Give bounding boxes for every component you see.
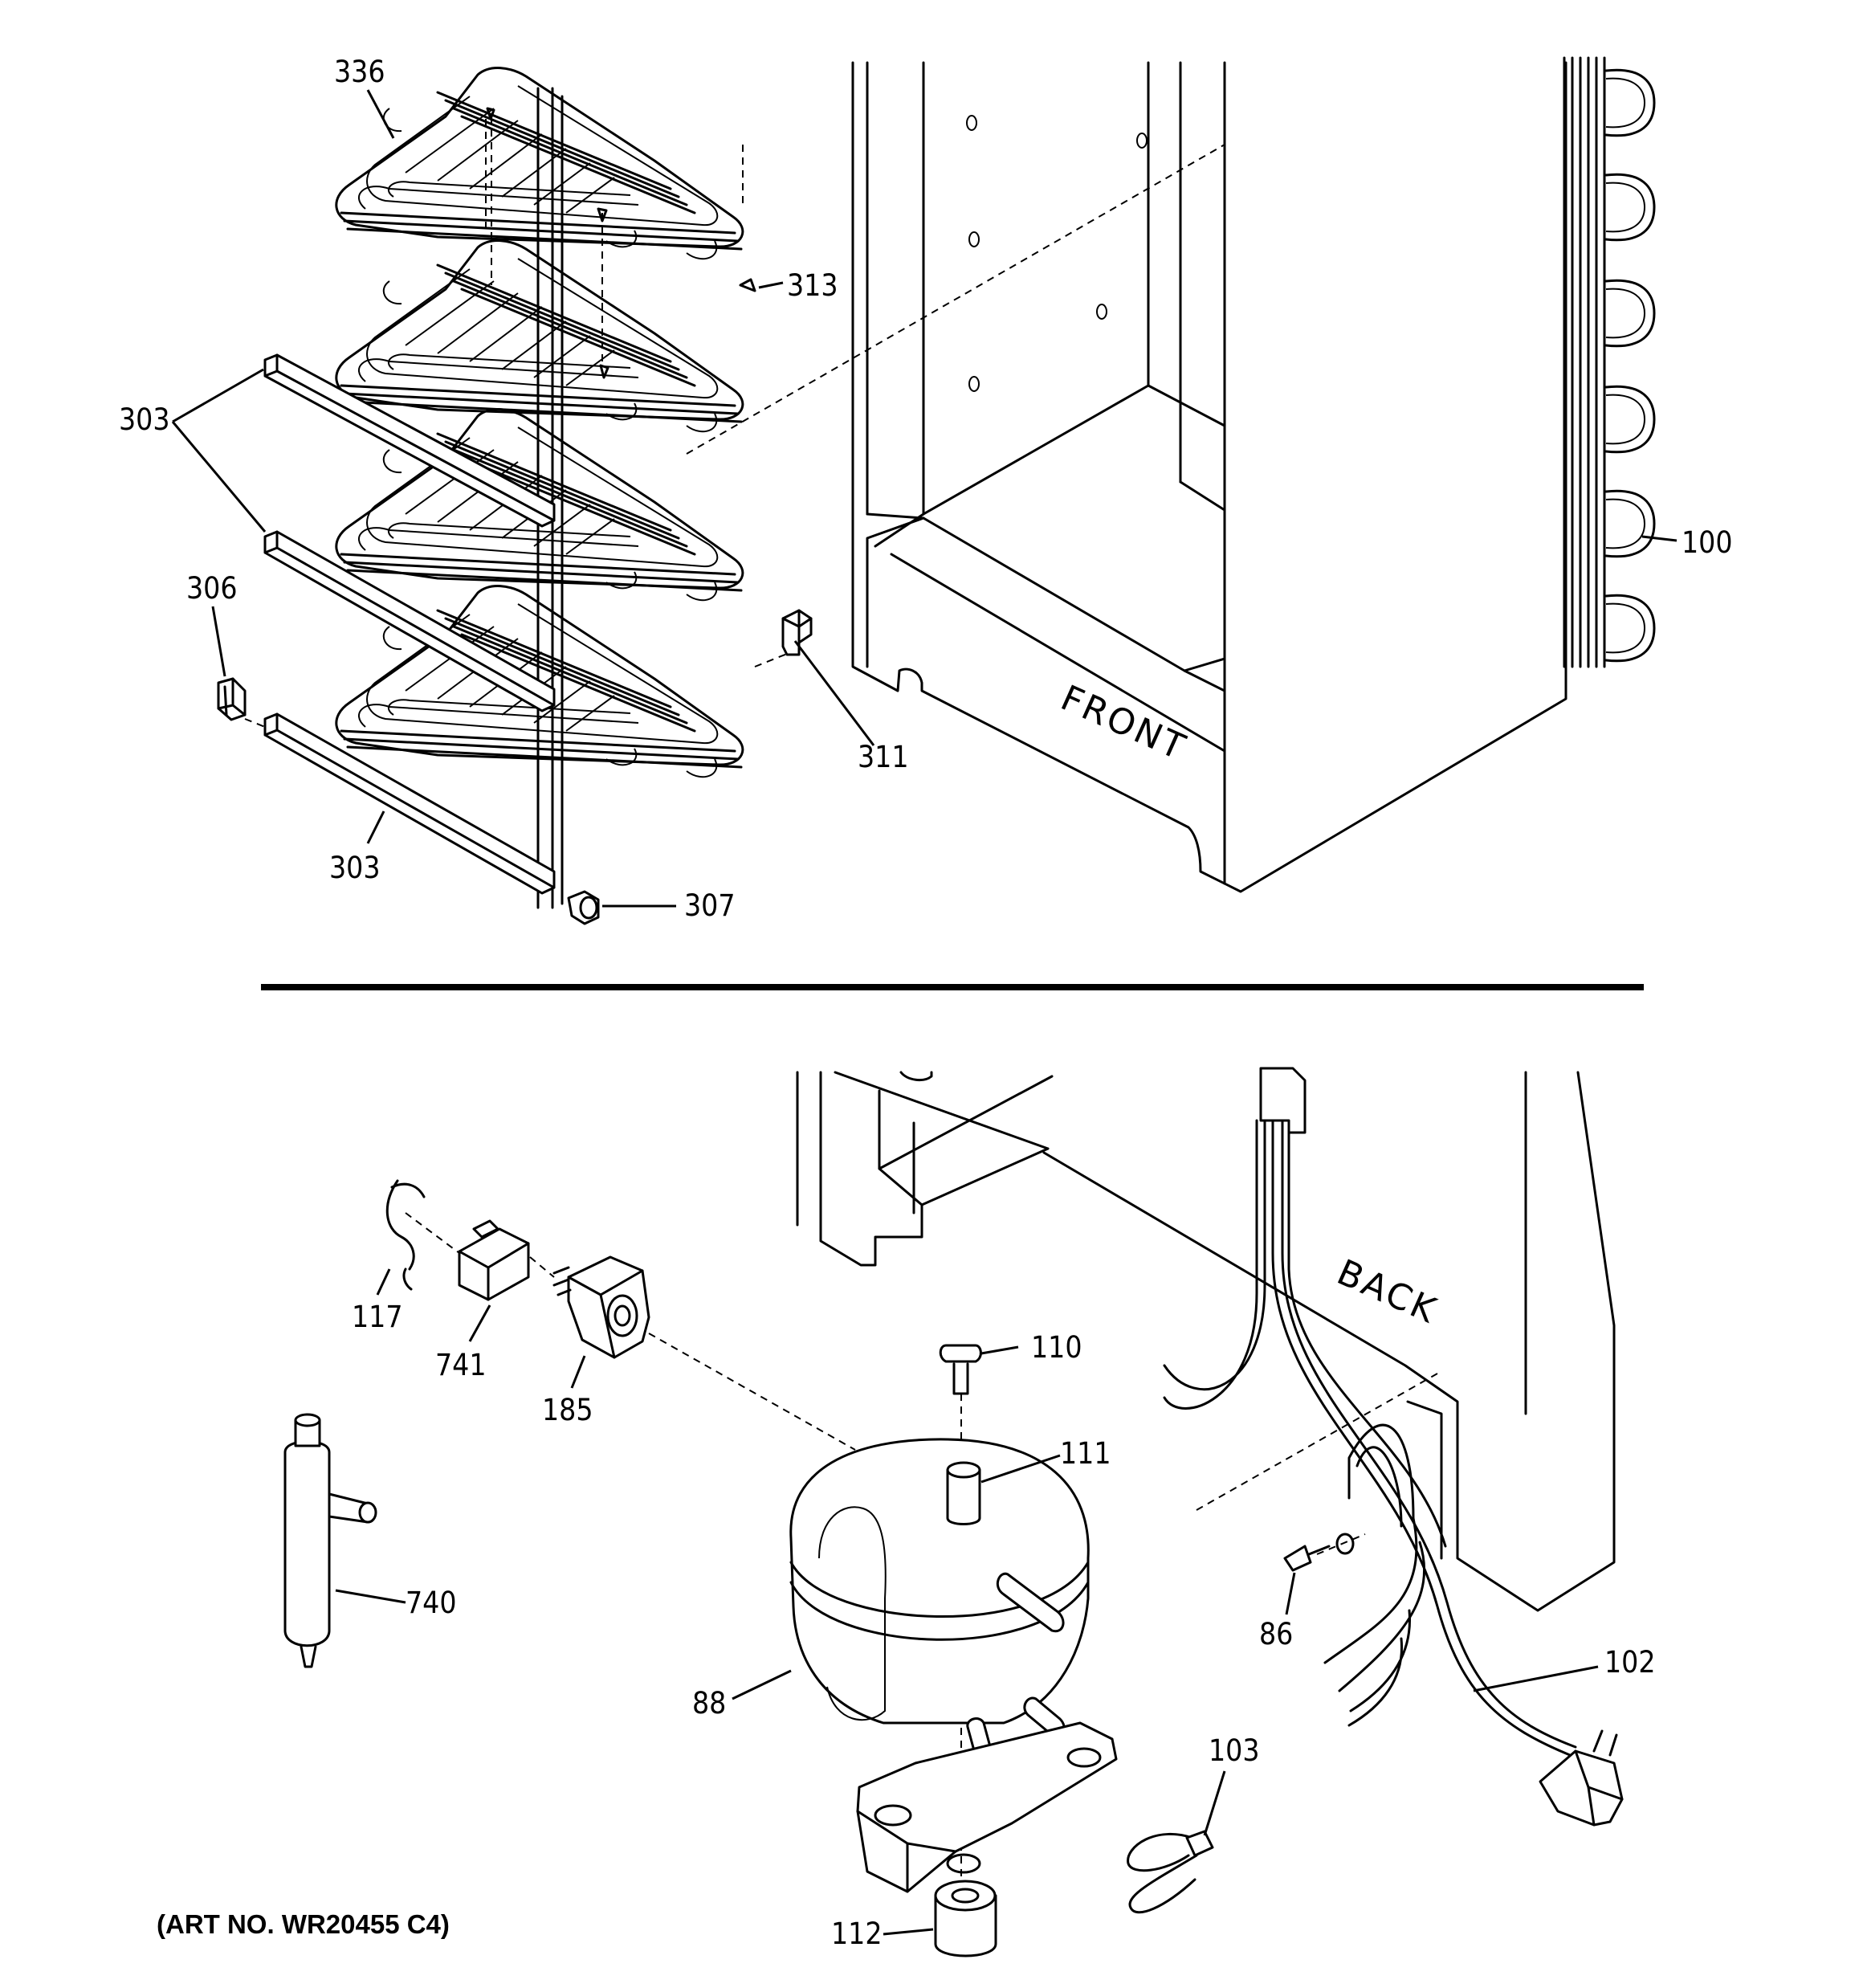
part-label-311: 311: [858, 740, 909, 774]
part-label-740: 740: [406, 1586, 457, 1620]
part-label-111: 111: [1060, 1436, 1111, 1471]
compressor-88: [789, 1438, 1118, 1893]
relay-741: [458, 1219, 530, 1301]
alignment-line: [485, 116, 1225, 667]
clip-103: [1127, 1830, 1214, 1914]
cabinet-liner: [851, 61, 1567, 893]
section-divider: [261, 984, 1644, 990]
part-label-100: 100: [1682, 525, 1733, 560]
ground-wire: [1323, 1423, 1426, 1727]
part-label-303-upper: 303: [119, 402, 170, 437]
cabinet-rear: [796, 1071, 1616, 1612]
part-label-307: 307: [684, 888, 736, 923]
bolt-110: [939, 1344, 982, 1395]
part-label-117: 117: [352, 1300, 403, 1334]
trim-strip-303: [263, 353, 556, 895]
retainer-306: [217, 677, 247, 721]
grommet-112: [934, 1880, 997, 1957]
screw-86: [1283, 1545, 1331, 1572]
clip-311: [781, 609, 813, 656]
leader-lines-top: [171, 89, 1678, 908]
part-label-303-lower: 303: [329, 851, 381, 885]
overload-protector-185: [552, 1255, 650, 1359]
drier-740: [283, 1413, 377, 1668]
part-label-102: 102: [1604, 1645, 1656, 1680]
part-label-88: 88: [692, 1686, 726, 1721]
clip-117: [385, 1179, 426, 1291]
part-label-110: 110: [1031, 1330, 1082, 1365]
part-label-306: 306: [186, 571, 238, 606]
part-label-313: 313: [787, 268, 838, 303]
art-number: (ART NO. WR20455 C4): [157, 1909, 450, 1939]
grommet-307: [567, 890, 600, 925]
part-label-112: 112: [831, 1917, 883, 1951]
part-label-185: 185: [542, 1393, 593, 1427]
part-label-103: 103: [1209, 1733, 1260, 1768]
part-label-336: 336: [334, 55, 385, 89]
back-label: BACK: [1331, 1251, 1445, 1332]
part-label-86: 86: [1259, 1617, 1293, 1651]
part-label-741: 741: [435, 1348, 487, 1382]
screw-313: [486, 107, 756, 379]
power-cord: [1163, 1067, 1624, 1827]
leader-lines-bottom: [335, 1268, 1599, 1936]
condenser-coil: [1563, 56, 1656, 668]
